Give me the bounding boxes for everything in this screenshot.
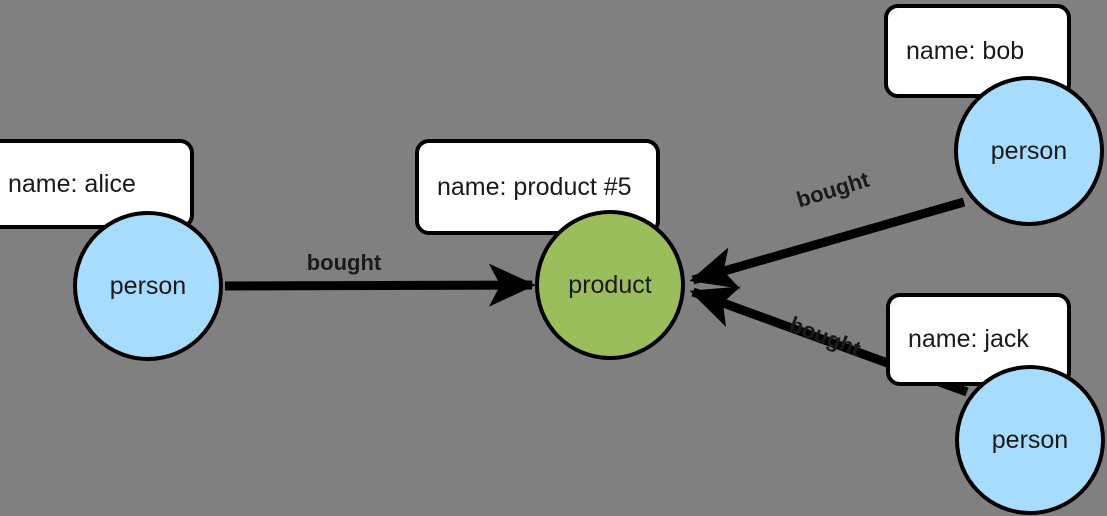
edge-alice-product: [224, 263, 536, 307]
node-bob[interactable]: person: [954, 76, 1104, 226]
edge-bob-product: [689, 197, 966, 289]
node-label-product5: product: [568, 270, 652, 299]
property-text-alice: name: alice: [8, 169, 136, 198]
property-text-jack: name: jack: [908, 325, 1029, 353]
node-label-alice: person: [109, 271, 187, 300]
property-text-bob: name: bob: [906, 36, 1025, 65]
node-label-bob: person: [990, 136, 1068, 165]
property-text-product5: name: product #5: [437, 172, 632, 201]
node-label-jack: person: [991, 425, 1069, 454]
node-product5[interactable]: product: [535, 210, 685, 360]
node-jack[interactable]: person: [955, 365, 1105, 515]
node-alice[interactable]: person: [73, 211, 223, 361]
edge-label-alice-product: bought: [306, 250, 382, 275]
